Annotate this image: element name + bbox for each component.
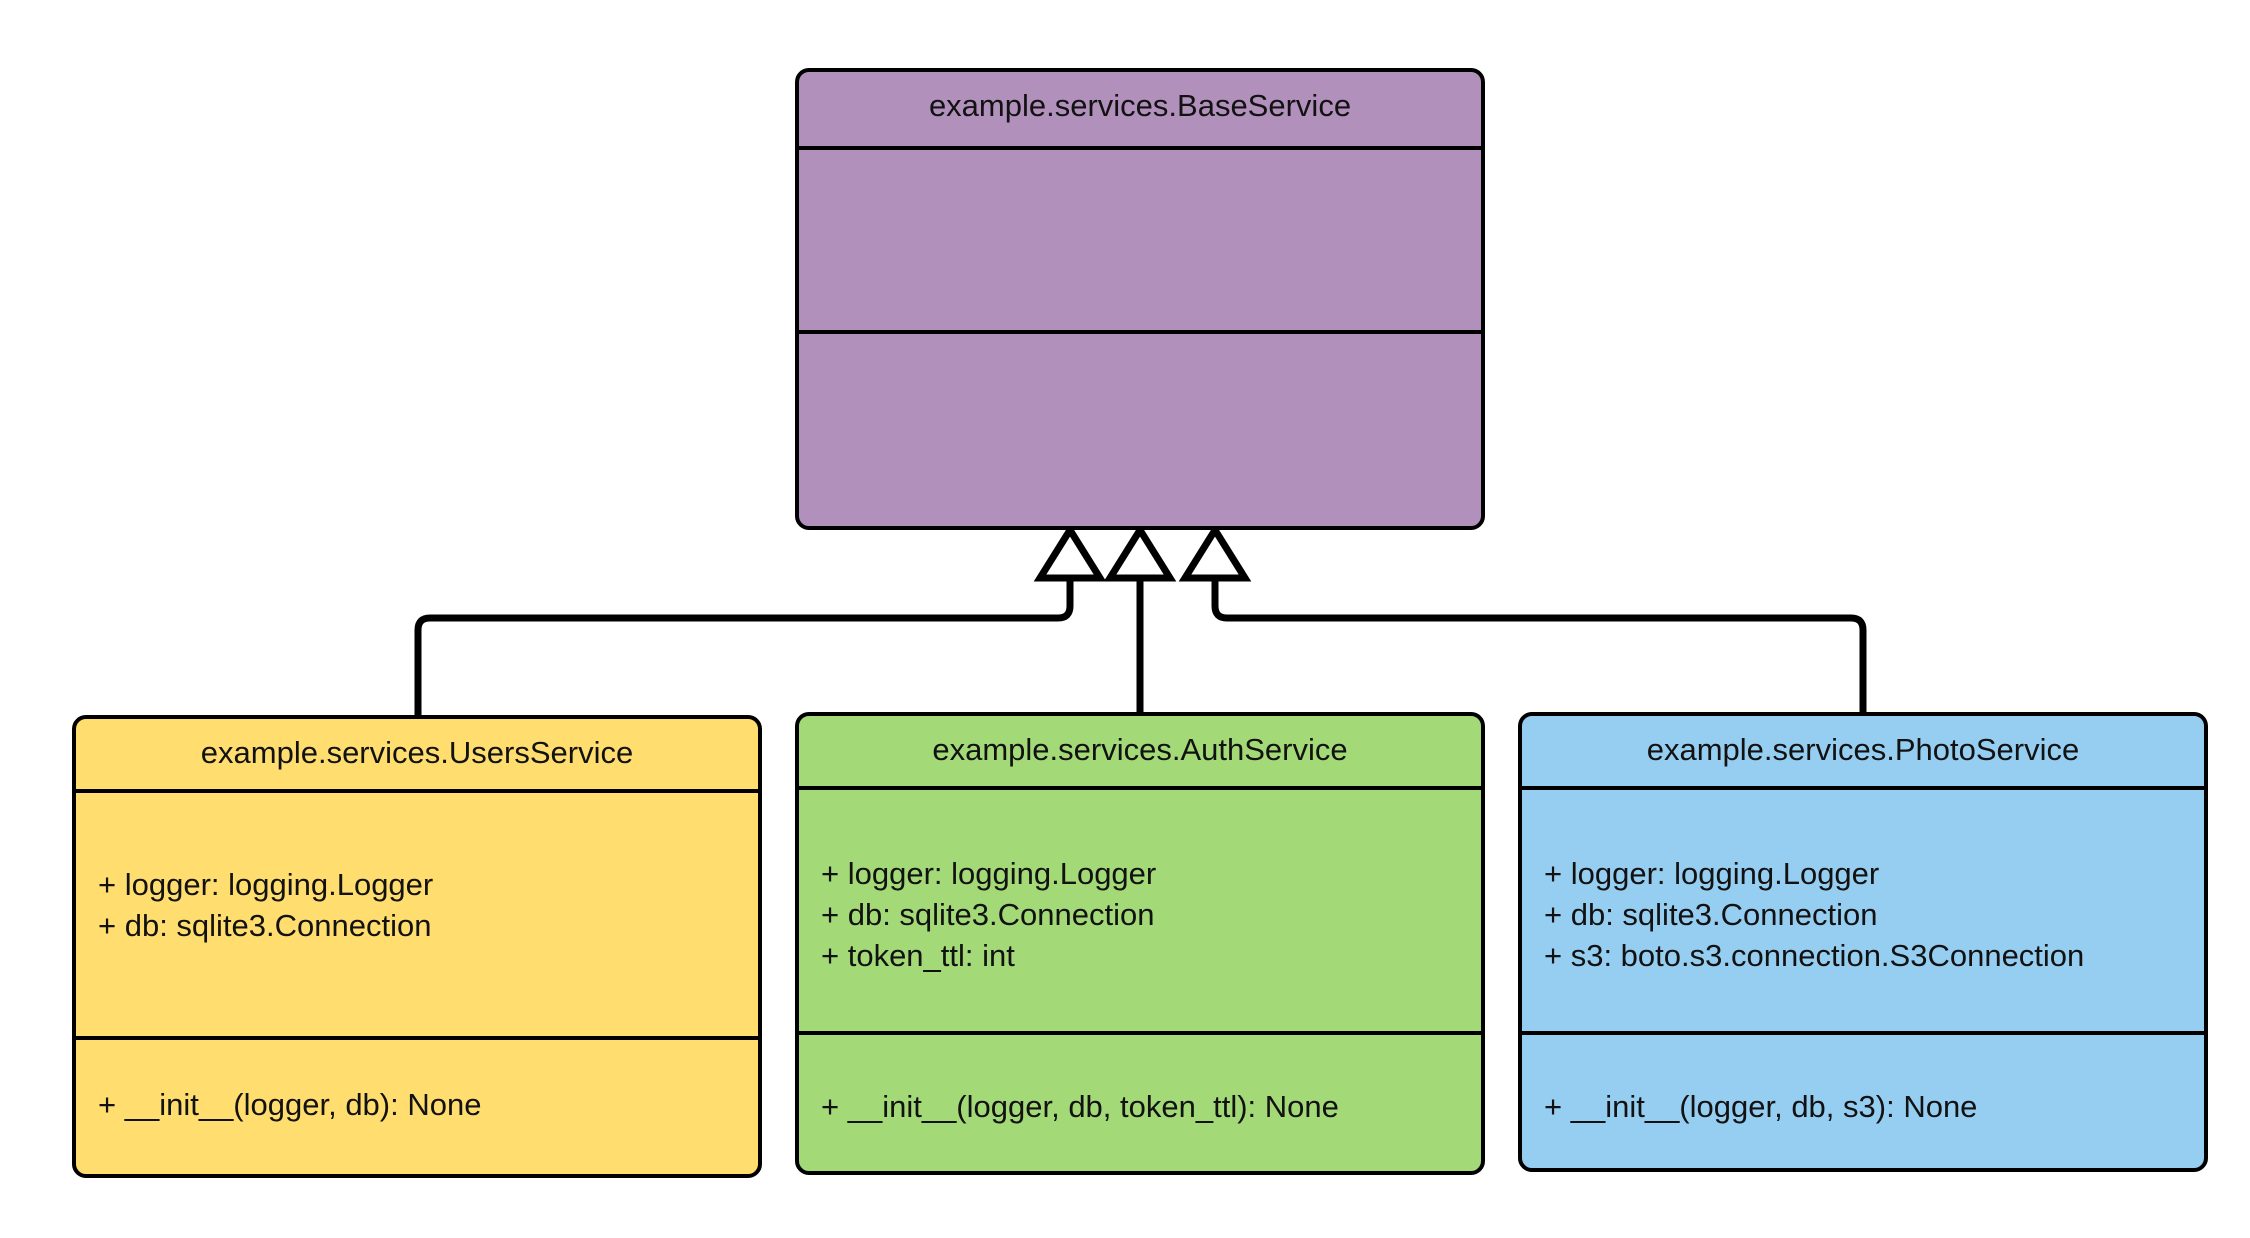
- class-methods-compartment-auth: + __init__(logger, db, token_ttl): None: [799, 1031, 1481, 1171]
- hollow-triangle-arrowhead-photo: [1178, 523, 1252, 582]
- class-title-compartment-users: example.services.UsersService: [76, 719, 758, 789]
- attribute-line: + token_ttl: int: [821, 937, 1015, 973]
- method-line: + __init__(logger, db, token_ttl): None: [821, 1089, 1339, 1124]
- class-name-auth: example.services.AuthService: [932, 732, 1348, 767]
- class-methods-compartment-photo: + __init__(logger, db, s3): None: [1522, 1031, 2204, 1168]
- class-methods-photo: + __init__(logger, db, s3): None: [1544, 1087, 2204, 1128]
- attribute-line: + db: sqlite3.Connection: [1544, 896, 1878, 932]
- class-attributes-compartment-users: + logger: logging.Logger + db: sqlite3.C…: [76, 789, 758, 1036]
- hollow-triangle-arrowhead-auth: [1103, 523, 1177, 582]
- class-methods-compartment-users: + __init__(logger, db): None: [76, 1036, 758, 1174]
- inheritance-edge-auth-to-base: [1103, 523, 1177, 712]
- inheritance-edge-users-to-base: [414, 523, 1107, 715]
- hollow-triangle-arrowhead-users: [1033, 523, 1107, 582]
- class-attributes-compartment-photo: + logger: logging.Logger + db: sqlite3.C…: [1522, 786, 2204, 1031]
- class-attributes-auth: + logger: logging.Logger + db: sqlite3.C…: [821, 854, 1481, 977]
- attribute-line: + logger: logging.Logger: [821, 856, 1157, 891]
- class-methods-compartment-base: [799, 330, 1481, 526]
- class-methods-users: + __init__(logger, db): None: [98, 1085, 758, 1126]
- attribute-line: + db: sqlite3.Connection: [98, 907, 432, 943]
- class-title-compartment-base: example.services.BaseService: [799, 72, 1481, 146]
- class-name-users: example.services.UsersService: [200, 735, 634, 770]
- class-methods-auth: + __init__(logger, db, token_ttl): None: [821, 1087, 1481, 1128]
- class-title-compartment-auth: example.services.AuthService: [799, 716, 1481, 786]
- class-title-compartment-photo: example.services.PhotoService: [1522, 716, 2204, 786]
- attribute-line: + logger: logging.Logger: [98, 867, 434, 902]
- class-name-photo: example.services.PhotoService: [1646, 732, 2080, 767]
- class-attributes-compartment-base: [799, 146, 1481, 330]
- method-line: + __init__(logger, db, s3): None: [1544, 1089, 1978, 1124]
- uml-class-users-service[interactable]: example.services.UsersService + logger: …: [72, 715, 762, 1178]
- method-line: + __init__(logger, db): None: [98, 1087, 482, 1122]
- class-attributes-users: + logger: logging.Logger + db: sqlite3.C…: [98, 865, 758, 947]
- attribute-line: + db: sqlite3.Connection: [821, 896, 1155, 932]
- uml-class-base-service[interactable]: example.services.BaseService: [795, 68, 1485, 530]
- class-attributes-compartment-auth: + logger: logging.Logger + db: sqlite3.C…: [799, 786, 1481, 1031]
- attribute-line: + s3: boto.s3.connection.S3Connection: [1544, 937, 2085, 973]
- uml-class-auth-service[interactable]: example.services.AuthService + logger: l…: [795, 712, 1485, 1175]
- inheritance-edge-photo-to-base: [1178, 523, 1867, 712]
- attribute-line: + logger: logging.Logger: [1544, 856, 1880, 891]
- class-name-base: example.services.BaseService: [928, 88, 1352, 123]
- uml-class-photo-service[interactable]: example.services.PhotoService + logger: …: [1518, 712, 2208, 1172]
- class-attributes-photo: + logger: logging.Logger + db: sqlite3.C…: [1544, 854, 2204, 977]
